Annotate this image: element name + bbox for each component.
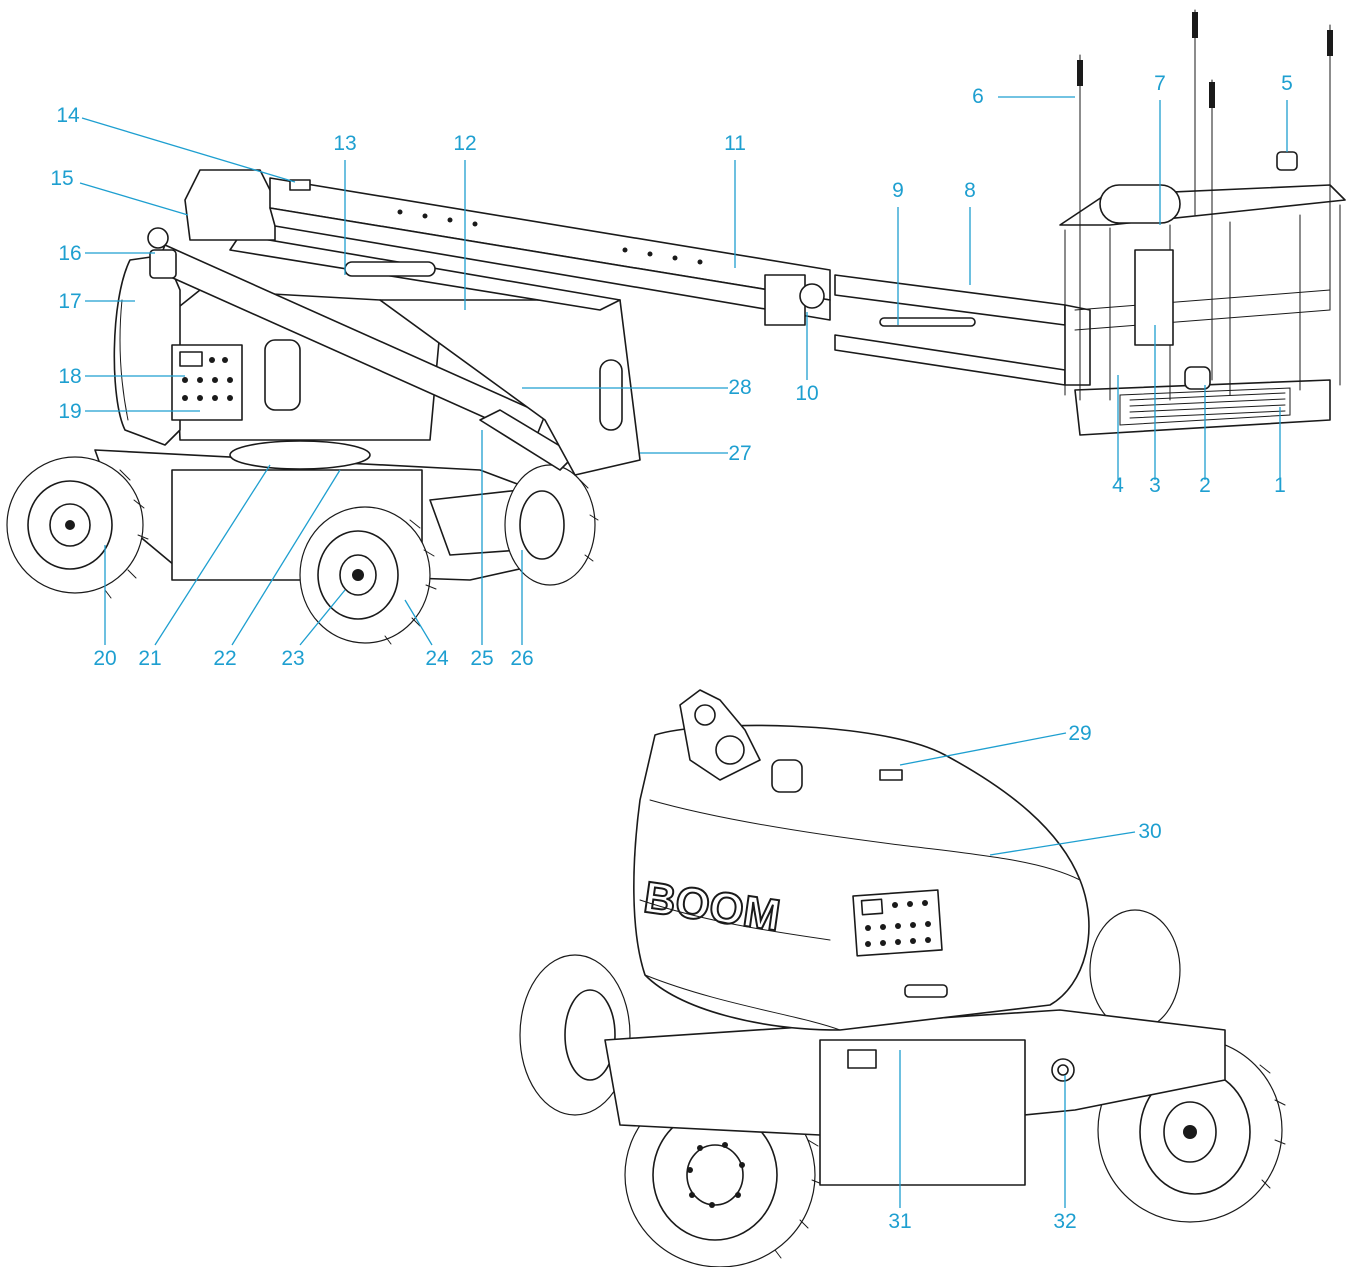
- callout-number-8: 8: [964, 179, 976, 202]
- callout-leader-23: [299, 589, 346, 646]
- platform-control-panel: [1134, 249, 1174, 346]
- callout-number-11: 11: [724, 132, 746, 155]
- chassis-rear-illustration: BOOM: [519, 689, 1286, 1267]
- callout-number-21: 21: [138, 647, 161, 670]
- callout-leader-24: [404, 599, 433, 646]
- ground-control-display: [179, 351, 203, 367]
- callout-number-23: 23: [281, 647, 304, 670]
- callout-number-3: 3: [1149, 474, 1161, 497]
- wheel-front-right: [504, 464, 599, 586]
- callout-number-19: 19: [58, 400, 81, 423]
- callout-leader-22: [231, 469, 341, 646]
- callout-number-2: 2: [1199, 474, 1211, 497]
- wheel-front-far: [1089, 909, 1181, 1031]
- callout-number-13: 13: [333, 132, 356, 155]
- callout-leader-21: [154, 464, 271, 646]
- foot-switch: [1184, 366, 1211, 390]
- callout-number-31: 31: [888, 1210, 911, 1233]
- ground-control-buttons: [182, 357, 233, 401]
- callout-number-18: 18: [58, 365, 81, 388]
- slewing-ring: [229, 440, 371, 470]
- callout-number-16: 16: [58, 242, 81, 265]
- hydraulic-tank: [264, 339, 301, 411]
- callout-leader-14: [81, 117, 296, 183]
- rotating-beacon: [149, 249, 177, 279]
- counterweight: [113, 254, 181, 446]
- boom-lift-cylinder: [344, 261, 436, 277]
- rear-beacon: [771, 759, 803, 793]
- callout-number-6: 6: [972, 85, 984, 108]
- callout-number-9: 9: [892, 179, 904, 202]
- callout-number-26: 26: [510, 647, 533, 670]
- main-boom-side: [269, 207, 831, 321]
- callout-number-28: 28: [728, 376, 751, 399]
- callout-number-32: 32: [1053, 1210, 1076, 1233]
- control-console-box: [1099, 184, 1181, 224]
- platform-beacon: [1276, 151, 1298, 171]
- callout-number-22: 22: [213, 647, 236, 670]
- callout-number-15: 15: [50, 167, 73, 190]
- turntable-cover: [633, 724, 1090, 1031]
- callout-number-12: 12: [453, 132, 476, 155]
- callout-number-30: 30: [1138, 820, 1161, 843]
- callout-number-4: 4: [1112, 474, 1124, 497]
- callout-leaders: [79, 96, 1288, 1208]
- callout-number-10: 10: [795, 382, 818, 405]
- cover-latch: [879, 769, 903, 781]
- boom-switch: [289, 179, 311, 191]
- stabilizer-rods: [1077, 9, 1333, 401]
- callout-number-5: 5: [1281, 72, 1293, 95]
- callout-number-24: 24: [425, 647, 449, 670]
- callout-leader-30: [989, 831, 1136, 856]
- wheel-rear-far: [519, 954, 631, 1116]
- callout-number-1: 1: [1274, 474, 1286, 497]
- callout-leader-29: [899, 732, 1067, 766]
- callout-number-27: 27: [728, 442, 751, 465]
- top-rail: [1059, 184, 1346, 226]
- base-control-buttons: [865, 900, 931, 947]
- base-control-display: [860, 898, 884, 916]
- callout-number-14: 14: [56, 104, 80, 127]
- callout-number-7: 7: [1154, 72, 1166, 95]
- wheel-front-left: [299, 506, 437, 645]
- callout-number-29: 29: [1068, 722, 1091, 745]
- callout-number-17: 17: [58, 290, 81, 313]
- jib-cylinder: [879, 317, 976, 327]
- boom-lift-side-illustration: [6, 9, 1346, 645]
- cover-handle: [904, 984, 948, 998]
- riser-slot: [599, 359, 623, 431]
- boom-pivot-pin: [147, 227, 169, 249]
- callout-number-25: 25: [470, 647, 493, 670]
- compartment-latch: [847, 1049, 877, 1069]
- wheel-rear-left: [6, 456, 149, 599]
- boom-pivot-head: [184, 169, 276, 241]
- main-boom-holes: [397, 209, 703, 265]
- callout-leader-15: [79, 182, 189, 216]
- platform-basket: [1059, 151, 1346, 436]
- jib-pivot: [799, 283, 825, 309]
- jib-lower-arm: [834, 334, 1066, 386]
- boom-end-plate: [764, 274, 806, 326]
- callout-number-20: 20: [93, 647, 116, 670]
- platform-rotator: [1064, 304, 1091, 386]
